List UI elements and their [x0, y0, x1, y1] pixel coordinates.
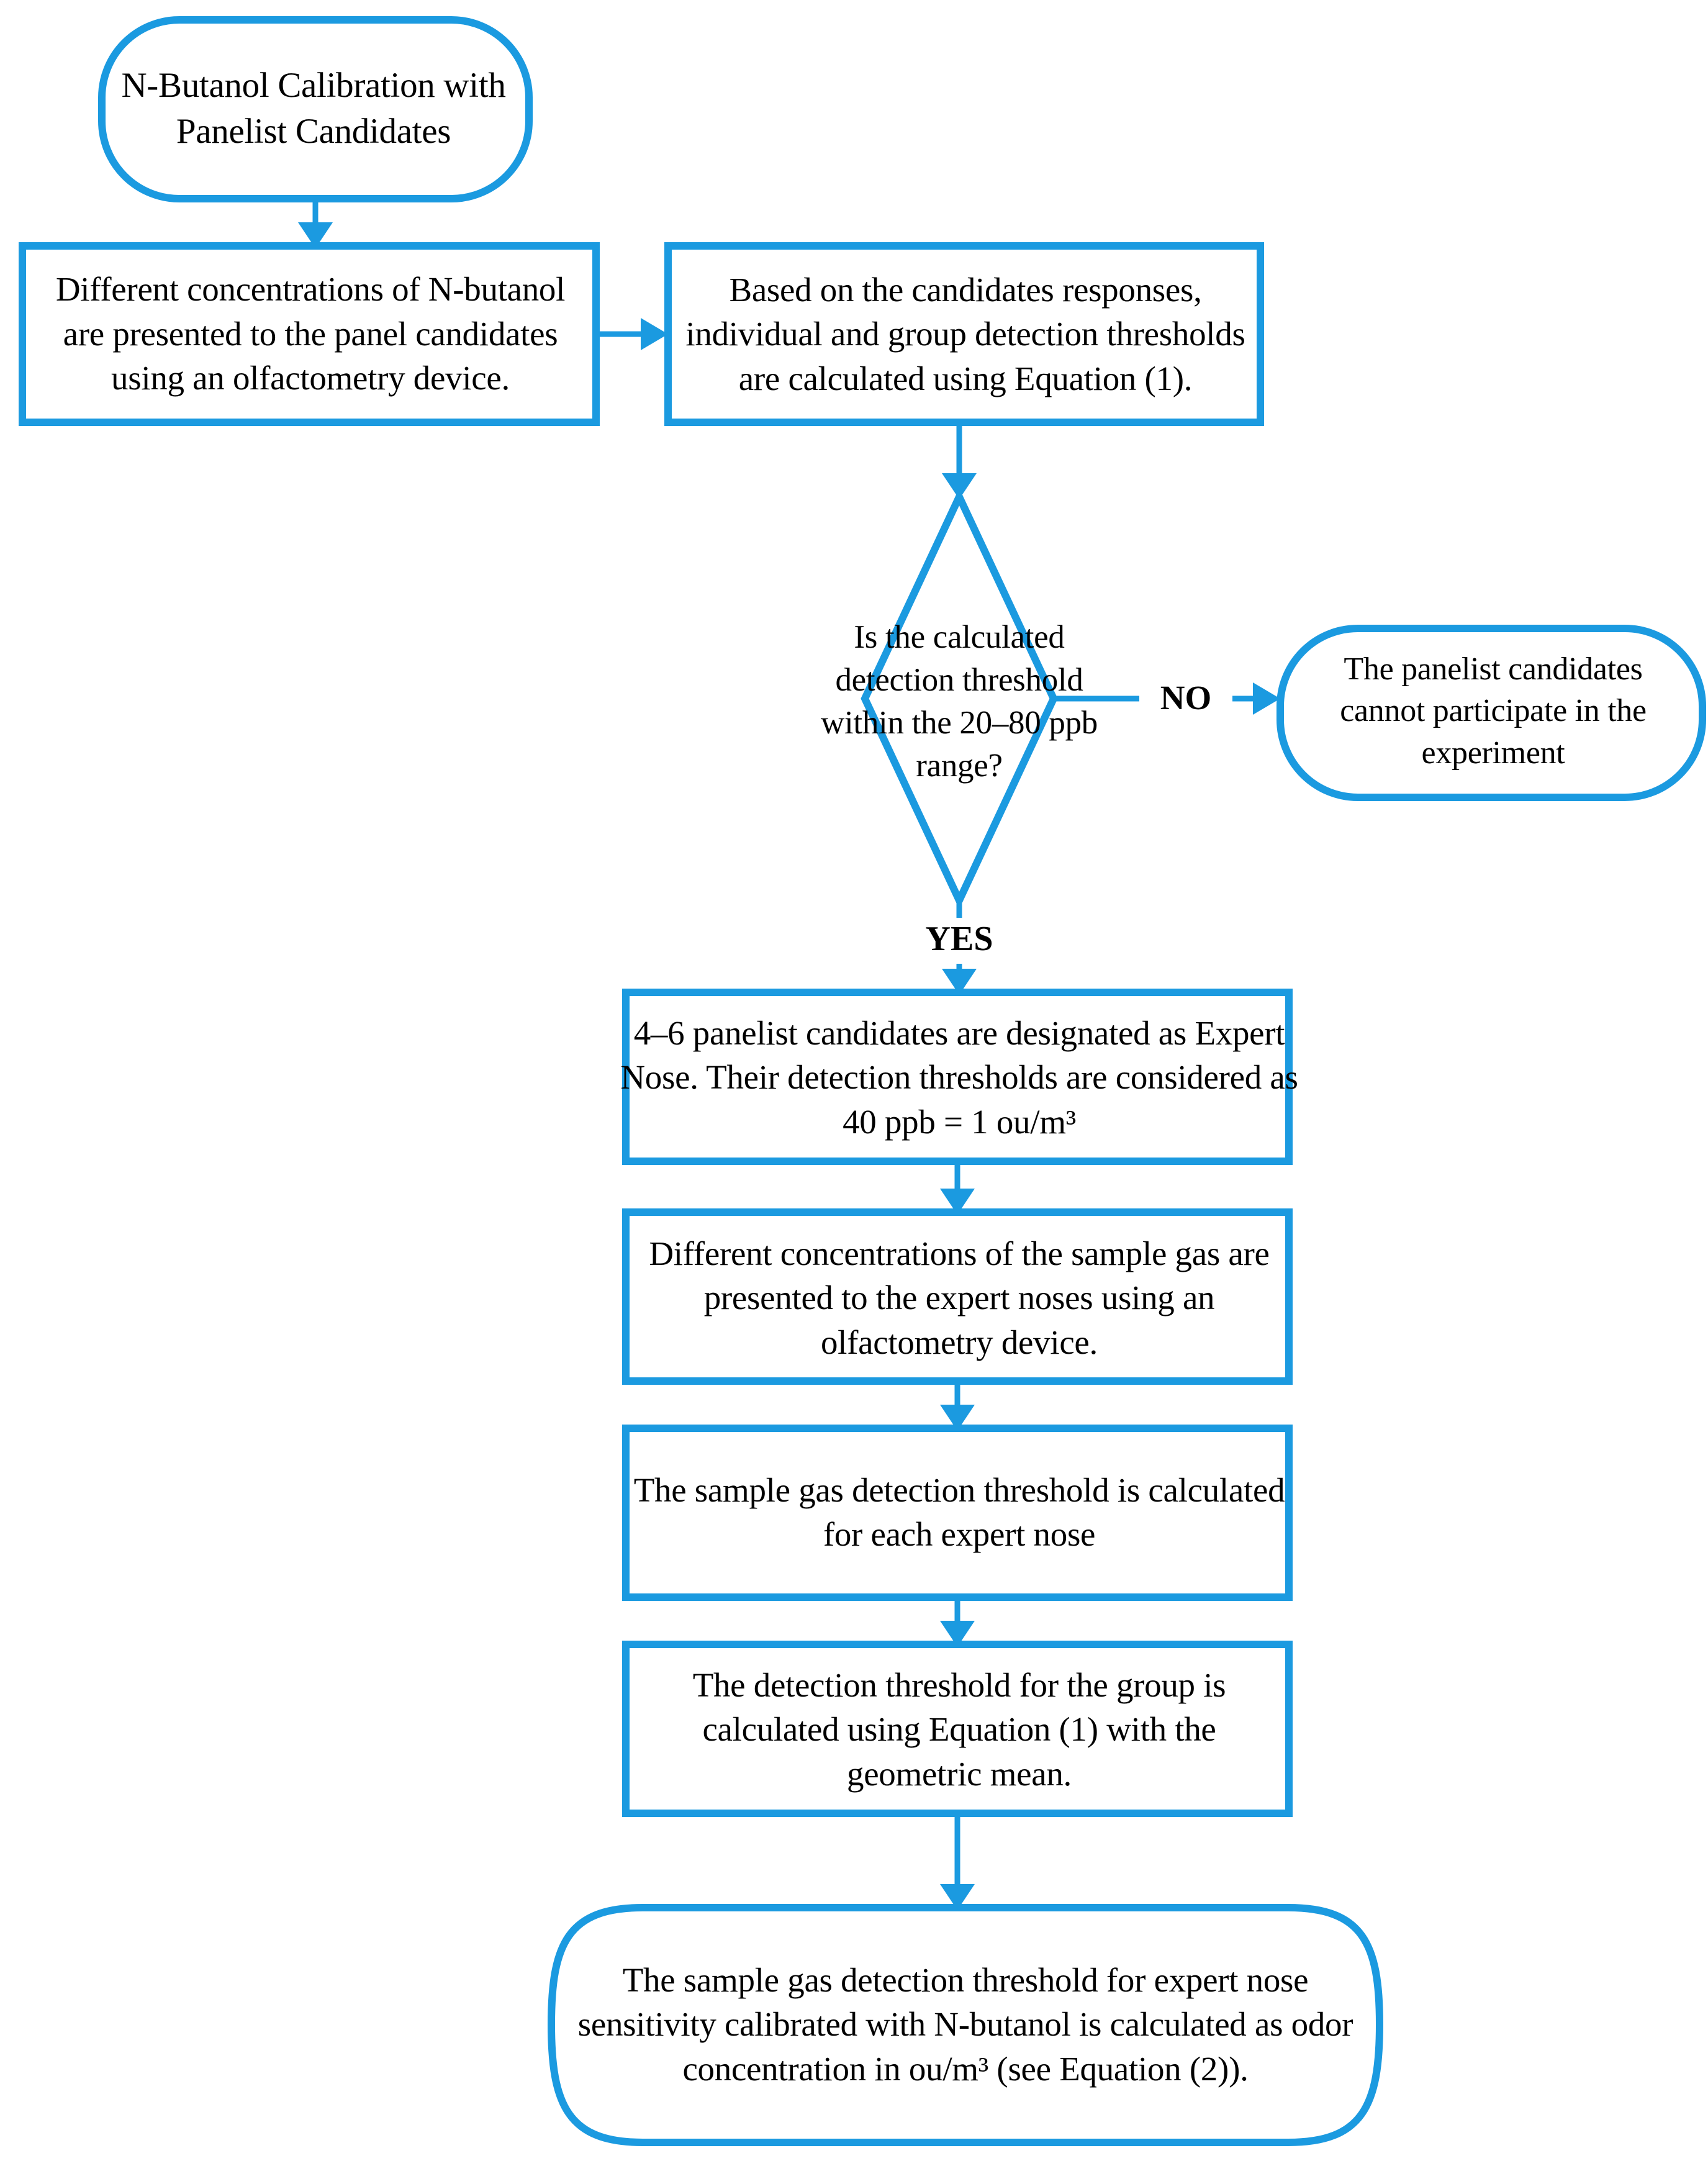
edge-process4-to-process5	[940, 1381, 975, 1431]
edge-process1-to-process2	[596, 318, 668, 350]
edge-start-to-process1	[298, 199, 333, 248]
edge-decision-to-process3	[942, 900, 977, 995]
edge-label-no: NO	[1160, 679, 1212, 717]
node-shape-end[interactable]	[547, 1904, 1384, 2146]
node-shape-process-2[interactable]	[664, 242, 1264, 426]
edge-process2-to-decision	[942, 422, 977, 499]
node-shape-process-1[interactable]	[19, 242, 600, 426]
node-shape-start[interactable]	[98, 16, 533, 202]
node-shape-process-4[interactable]	[622, 1208, 1293, 1385]
edge-process3-to-process4	[940, 1161, 975, 1215]
node-shape-decision[interactable]	[861, 487, 1058, 910]
node-shape-reject[interactable]	[1276, 625, 1706, 801]
edge-process6-to-end	[940, 1813, 975, 1910]
node-shape-process-5[interactable]	[622, 1425, 1293, 1601]
node-shape-process-6[interactable]	[622, 1641, 1293, 1817]
edge-process5-to-process6	[940, 1597, 975, 1647]
node-shape-process-3[interactable]	[622, 989, 1293, 1165]
edge-label-yes: YES	[925, 920, 993, 958]
edge-decision-to-reject	[1054, 682, 1280, 715]
